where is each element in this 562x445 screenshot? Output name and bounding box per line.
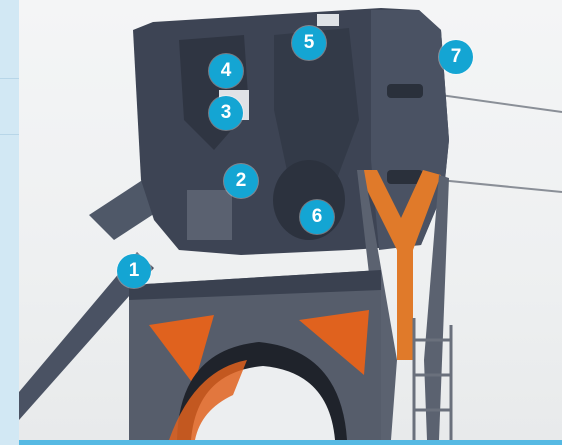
marker-label: 2: [236, 170, 247, 192]
left-side-strip: [0, 0, 19, 445]
window-gap: [317, 14, 339, 26]
marker-label: 7: [451, 46, 462, 68]
headframe-illustration: [19, 0, 562, 440]
callout-marker-6[interactable]: 6: [300, 200, 334, 234]
bottom-accent-rule: [19, 440, 562, 445]
marker-label: 6: [312, 206, 323, 228]
marker-label: 5: [304, 32, 315, 54]
callout-marker-7[interactable]: 7: [439, 40, 473, 74]
strip-divider: [0, 78, 19, 79]
callout-marker-5[interactable]: 5: [292, 26, 326, 60]
callout-marker-1[interactable]: 1: [117, 254, 151, 288]
callout-marker-2[interactable]: 2: [224, 164, 258, 198]
strip-divider: [0, 134, 19, 135]
callout-marker-3[interactable]: 3: [209, 96, 243, 130]
callout-marker-4[interactable]: 4: [209, 54, 243, 88]
marker-label: 1: [129, 260, 140, 282]
marker-label: 4: [221, 60, 232, 82]
gear-box: [187, 190, 232, 240]
marker-label: 3: [221, 102, 232, 124]
machine-render: 1 2 3 4 5 6 7: [19, 0, 562, 440]
